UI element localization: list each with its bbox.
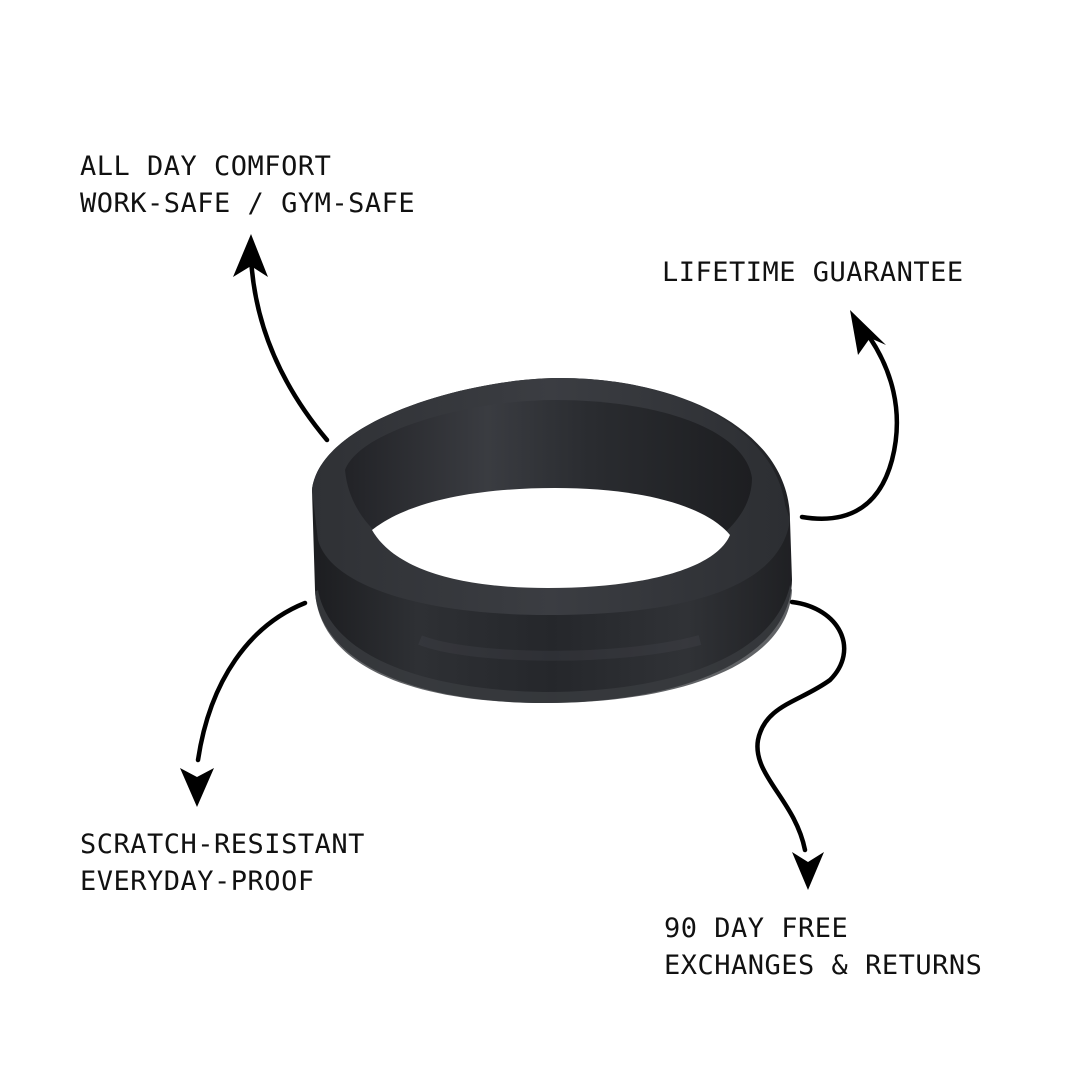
- feature-comfort: ALL DAY COMFORT WORK-SAFE / GYM-SAFE: [80, 148, 415, 222]
- ring-hole: [372, 488, 730, 588]
- feature-comfort-line1: ALL DAY COMFORT: [80, 151, 332, 182]
- arrow-returns: [755, 599, 847, 853]
- ring-image: [312, 378, 792, 703]
- feature-comfort-line2: WORK-SAFE / GYM-SAFE: [80, 188, 416, 219]
- arrow-comfort: [248, 255, 330, 443]
- arrowhead-comfort-icon: [233, 234, 268, 277]
- feature-scratch-resistant: SCRATCH-RESISTANT EVERYDAY-PROOF: [80, 826, 365, 900]
- arrow-guarantee: [799, 335, 900, 521]
- feature-returns: 90 DAY FREE EXCHANGES & RETURNS: [664, 910, 982, 984]
- feature-scratch-line1: SCRATCH-RESISTANT: [80, 829, 365, 860]
- feature-guarantee: LIFETIME GUARANTEE: [662, 254, 964, 291]
- arrowhead-guarantee-icon: [850, 310, 886, 355]
- arrow-scratch: [195, 600, 308, 763]
- feature-guarantee-line1: LIFETIME GUARANTEE: [662, 257, 964, 288]
- feature-returns-line1: 90 DAY FREE: [664, 913, 849, 944]
- feature-returns-line2: EXCHANGES & RETURNS: [664, 950, 983, 981]
- arrowhead-scratch-icon: [180, 768, 214, 807]
- feature-scratch-line2: EVERYDAY-PROOF: [80, 866, 315, 897]
- arrowhead-returns-icon: [792, 852, 824, 890]
